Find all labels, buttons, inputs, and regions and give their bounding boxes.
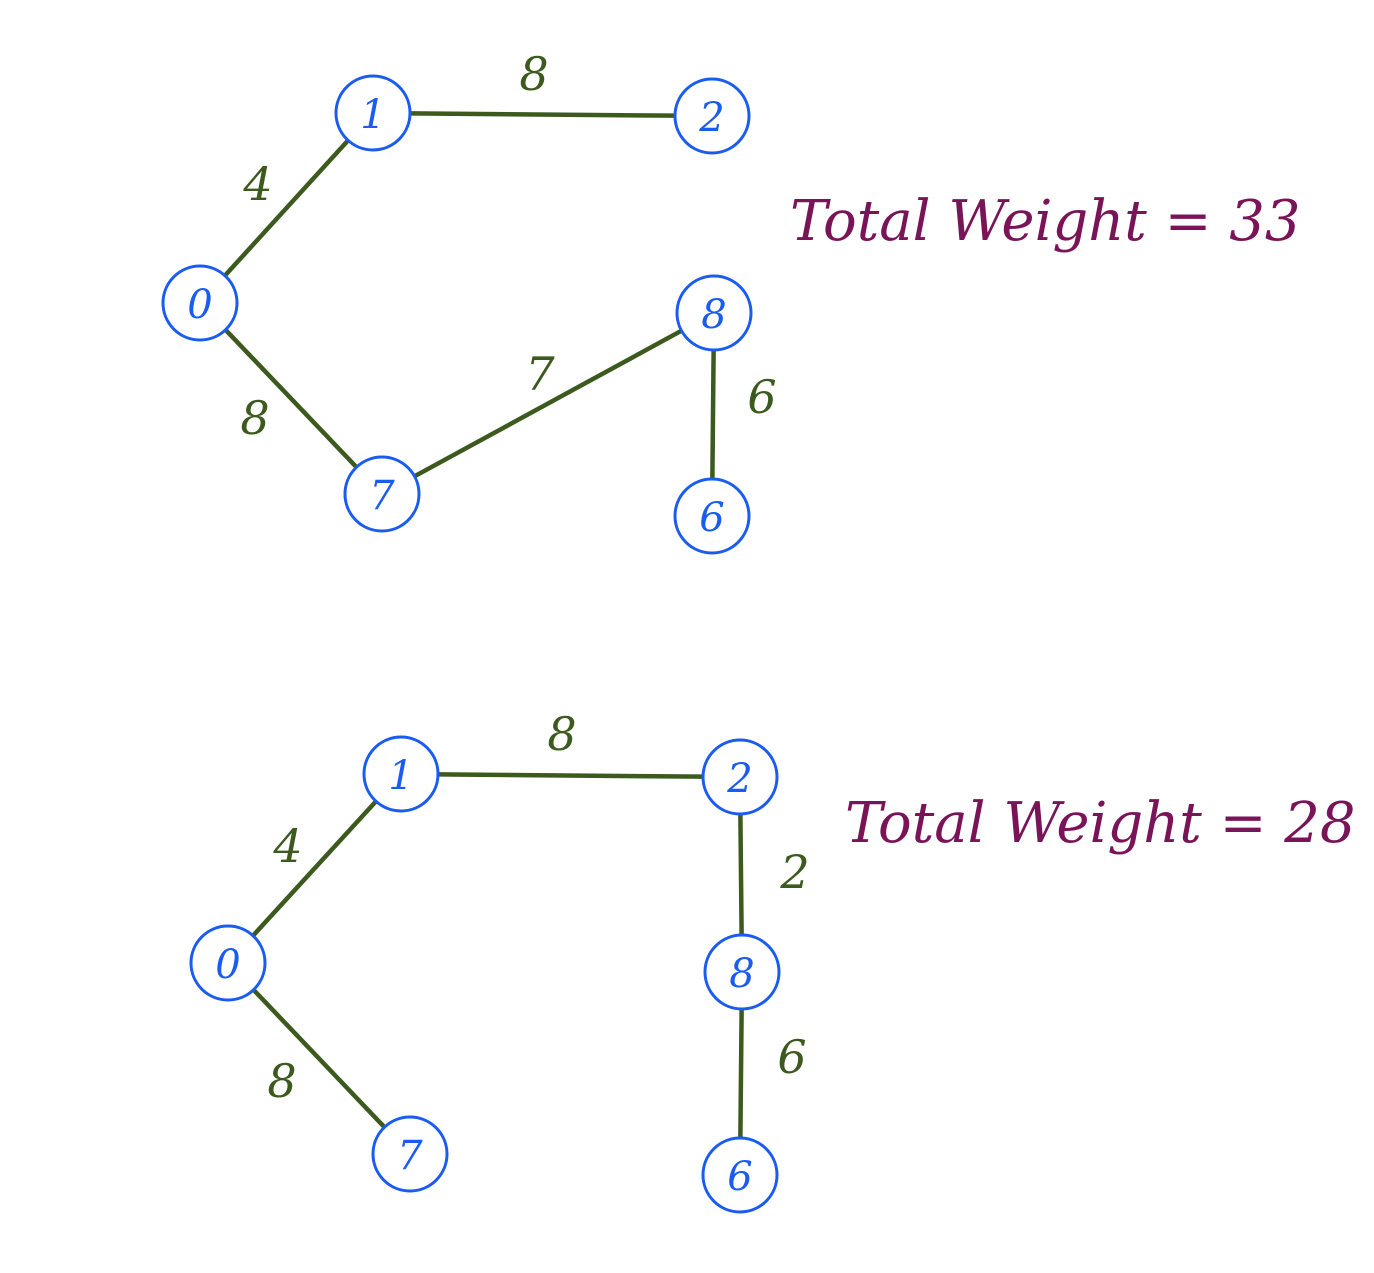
edge-weight-8-6: 6 <box>747 370 776 424</box>
edge-0-7 <box>223 327 359 470</box>
edge-8-6 <box>738 1006 744 1141</box>
node-1-circle <box>334 74 412 152</box>
node-8-label: 8 <box>701 292 726 338</box>
node-7-circle <box>343 455 421 533</box>
node-2-label: 2 <box>726 756 752 802</box>
node-2-circle <box>701 738 779 816</box>
node-7-circle <box>371 1115 449 1193</box>
edge-weight-0-7: 8 <box>240 391 269 445</box>
node-6-circle <box>701 1136 779 1214</box>
edge-weight-8-6: 6 <box>777 1030 806 1084</box>
edge-8-6 <box>710 347 716 482</box>
node-6-circle <box>673 477 751 555</box>
node-1-circle <box>362 735 440 813</box>
node-8-label: 8 <box>729 951 754 997</box>
edge-weight-7-8: 7 <box>525 347 555 401</box>
edge-weight-0-1: 4 <box>272 819 302 873</box>
edge-2-8 <box>738 811 744 938</box>
edge-0-7 <box>251 987 387 1130</box>
edge-0-1 <box>222 138 351 278</box>
node-0-circle <box>189 924 267 1002</box>
node-2-label: 2 <box>698 95 724 141</box>
edge-weight-0-7: 8 <box>267 1054 296 1108</box>
node-7-label: 7 <box>369 473 395 519</box>
node-0-circle <box>161 264 239 342</box>
node-6-label: 6 <box>727 1154 752 1200</box>
node-6-label: 6 <box>699 495 724 541</box>
edge-weight-2-8: 2 <box>779 845 809 899</box>
node-1-label: 1 <box>360 92 385 138</box>
total-weight-label: Total Weight = 28 <box>845 791 1356 856</box>
total-weight-label: Total Weight = 33 <box>790 189 1301 254</box>
node-7-label: 7 <box>397 1133 423 1179</box>
node-0-label: 0 <box>215 942 240 988</box>
edge-weight-1-2: 8 <box>547 707 576 761</box>
edge-weight-0-1: 4 <box>242 157 272 211</box>
edge-1-2 <box>435 772 706 779</box>
edge-weight-1-2: 8 <box>519 47 548 101</box>
edge-7-8 <box>412 328 684 479</box>
edge-1-2 <box>407 111 678 118</box>
node-2-circle <box>673 77 751 155</box>
node-8-circle <box>675 274 753 352</box>
edge-0-1 <box>250 799 379 938</box>
node-8-circle <box>703 933 781 1011</box>
node-0-label: 0 <box>187 282 212 328</box>
graph-1: 8 4 8 7 6 1 2 0 8 7 6 Total Weight = 33 <box>161 47 1301 555</box>
node-1-label: 1 <box>388 753 413 799</box>
